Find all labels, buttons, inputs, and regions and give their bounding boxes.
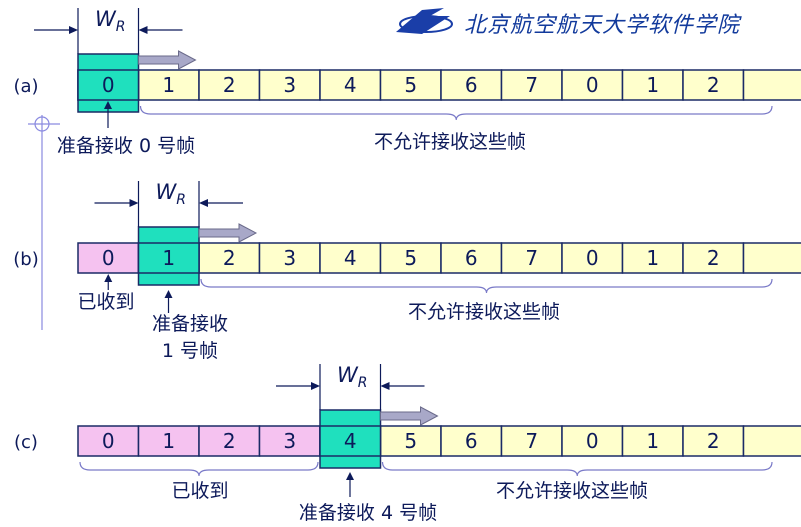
row-c-received-brace bbox=[79, 461, 319, 477]
row-a-caption-current: 准备接收 0 号帧 bbox=[57, 135, 195, 157]
row-a-frame-number: 2 bbox=[707, 73, 720, 97]
row-a-frame-cell bbox=[198, 69, 261, 101]
row-c-caption-received: 已收到 bbox=[171, 480, 228, 502]
row-b-frame-number: 6 bbox=[465, 246, 478, 270]
row-a-frame-cell-tail bbox=[742, 69, 801, 101]
row-b-frame-number: 7 bbox=[525, 246, 538, 270]
row-b-frame-number: 2 bbox=[707, 246, 720, 270]
row-b-frame-number: 0 bbox=[102, 246, 115, 270]
row-a-frame-cell bbox=[137, 69, 200, 101]
row-b-frame-number: 3 bbox=[283, 246, 296, 270]
row-c-frame-number: 7 bbox=[525, 429, 538, 453]
row-a-wr-arrow-right-head bbox=[138, 26, 148, 34]
row-c-frame-cell bbox=[137, 425, 200, 457]
row-a-frame-number: 0 bbox=[586, 73, 599, 97]
row-b-not-allowed-brace bbox=[200, 278, 773, 294]
row-b-frame-cell bbox=[319, 242, 382, 274]
row-c-wr-arrow-right-head bbox=[380, 382, 390, 390]
row-b-frame-cell bbox=[198, 242, 261, 274]
row-c-frame-cell bbox=[379, 425, 442, 457]
row-c-frame-number: 2 bbox=[707, 429, 720, 453]
row-b-frame-cell bbox=[561, 242, 624, 274]
row-a-frame-cell bbox=[621, 69, 684, 101]
row-c-frame-cell bbox=[198, 425, 261, 457]
row-c-slide-arrow bbox=[380, 406, 439, 426]
row-b-frame-cell-tail bbox=[742, 242, 801, 274]
row-b-wr-label: WR bbox=[156, 180, 187, 208]
row-c-wr-label: WR bbox=[337, 363, 368, 391]
row-b-frame-number: 0 bbox=[586, 246, 599, 270]
row-b-frame-cell bbox=[77, 242, 140, 274]
row-c-caption-not-allowed: 不允许接收这些帧 bbox=[496, 480, 648, 502]
row-a-current-pointer-head bbox=[104, 101, 112, 109]
row-b-wr-arrow-right-head bbox=[199, 199, 208, 207]
buaa-logo-icon bbox=[396, 8, 453, 34]
row-a-frame-cell bbox=[500, 69, 563, 101]
row-a-frame-cell bbox=[440, 69, 503, 101]
row-c-frame-cell-tail bbox=[742, 425, 801, 457]
row-c-frame-cell bbox=[561, 425, 624, 457]
row-b-frame-number: 2 bbox=[223, 246, 236, 270]
row-a-frame-number: 5 bbox=[404, 73, 417, 97]
row-b-frame-cell bbox=[258, 242, 321, 274]
row-b-frame-cell bbox=[621, 242, 684, 274]
row-c-receive-window-cell bbox=[319, 425, 382, 457]
header: 北京航空航天大学软件学院 bbox=[392, 2, 801, 42]
row-a-frame-number: 2 bbox=[223, 73, 236, 97]
row-b-caption-received: 已收到 bbox=[77, 291, 134, 313]
row-a-frame-number: 4 bbox=[344, 73, 357, 97]
row-a-receive-window-cell bbox=[77, 69, 140, 101]
row-b-frame-number: 4 bbox=[344, 246, 357, 270]
row-a-frame-cell bbox=[379, 69, 442, 101]
row-a-window-frame-number: 0 bbox=[102, 73, 115, 97]
row-c-frame-number: 1 bbox=[646, 429, 659, 453]
row-c-wr-arrow-left-head bbox=[311, 382, 320, 390]
row-b-label: (b) bbox=[13, 249, 38, 270]
row-a-frame-cell bbox=[319, 69, 382, 101]
row-b-frame-cell bbox=[682, 242, 745, 274]
row-a-frame-number: 6 bbox=[465, 73, 478, 97]
row-c-frame-number: 2 bbox=[223, 429, 236, 453]
row-a-frame-number: 1 bbox=[646, 73, 659, 97]
row-a-not-allowed-brace bbox=[139, 105, 773, 121]
row-b-received-pointer-head bbox=[104, 274, 113, 282]
row-b-frame-cell bbox=[500, 242, 563, 274]
row-c-current-pointer-head bbox=[346, 472, 354, 480]
row-b-caption-current-line2: 1 号帧 bbox=[162, 340, 218, 362]
row-b-frame-cell bbox=[379, 242, 442, 274]
row-c-frame-number: 1 bbox=[162, 429, 175, 453]
row-a-slide-arrow bbox=[138, 50, 197, 70]
row-c-frame-cell bbox=[440, 425, 503, 457]
row-a-caption-not-allowed: 不允许接收这些帧 bbox=[374, 131, 526, 153]
row-a-frame-number: 1 bbox=[162, 73, 175, 97]
header-title: 北京航空航天大学软件学院 bbox=[464, 13, 741, 38]
row-b-frame-number: 1 bbox=[646, 246, 659, 270]
row-c-caption-current: 准备接收 4 号帧 bbox=[299, 502, 437, 524]
row-b-window-frame-number: 1 bbox=[162, 246, 175, 270]
row-b-current-pointer-head bbox=[164, 290, 173, 298]
row-c-frame-number: 6 bbox=[465, 429, 478, 453]
row-b-slide-arrow bbox=[198, 223, 258, 243]
row-b-caption-not-allowed: 不允许接收这些帧 bbox=[408, 301, 560, 323]
row-b-frame-number: 5 bbox=[404, 246, 417, 270]
row-c-frame-number: 3 bbox=[283, 429, 296, 453]
row-b-receive-window-cell bbox=[137, 242, 200, 274]
row-c-frame-number: 0 bbox=[586, 429, 599, 453]
row-a-wr-arrow-left-head bbox=[69, 26, 78, 34]
row-a-label: (a) bbox=[13, 76, 38, 97]
row-a-wr-label: WR bbox=[95, 7, 126, 35]
row-c-frame-number: 0 bbox=[102, 429, 115, 453]
row-c-frame-cell bbox=[258, 425, 321, 457]
row-c-frame-number: 5 bbox=[404, 429, 417, 453]
row-b-wr-arrow-left-head bbox=[129, 199, 139, 207]
row-a-frame-number: 3 bbox=[283, 73, 296, 97]
row-a-frame-number: 7 bbox=[525, 73, 538, 97]
row-c-label: (c) bbox=[14, 432, 38, 453]
row-b-caption-current-line1: 准备接收 bbox=[152, 313, 228, 335]
row-c-not-allowed-brace bbox=[381, 461, 773, 477]
row-c-window-frame-number: 4 bbox=[344, 429, 357, 453]
